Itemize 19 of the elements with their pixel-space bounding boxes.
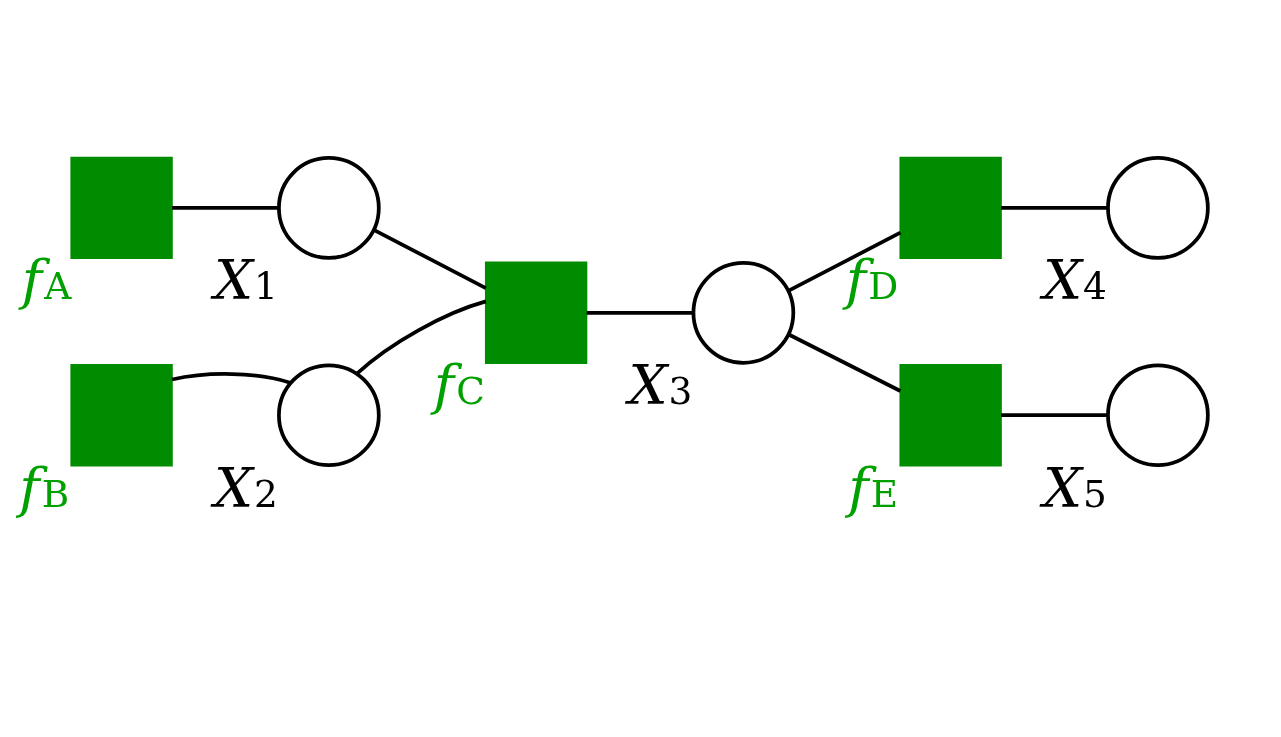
node-circle xyxy=(691,261,796,365)
node-box xyxy=(899,156,1002,260)
connector xyxy=(172,206,279,210)
node-circle xyxy=(277,156,381,260)
node-circle xyxy=(277,363,381,467)
connector xyxy=(586,310,694,315)
connector xyxy=(355,299,487,376)
connector xyxy=(373,228,487,290)
node-box xyxy=(70,156,173,260)
connector xyxy=(787,231,902,293)
connector xyxy=(171,372,291,385)
node-box xyxy=(899,364,1002,467)
node-circle xyxy=(1106,363,1210,467)
node-circle xyxy=(1106,156,1210,260)
node-box xyxy=(484,261,588,364)
connector xyxy=(1001,206,1108,210)
connector xyxy=(787,332,902,393)
connector xyxy=(1001,413,1108,418)
node-box xyxy=(70,364,173,467)
